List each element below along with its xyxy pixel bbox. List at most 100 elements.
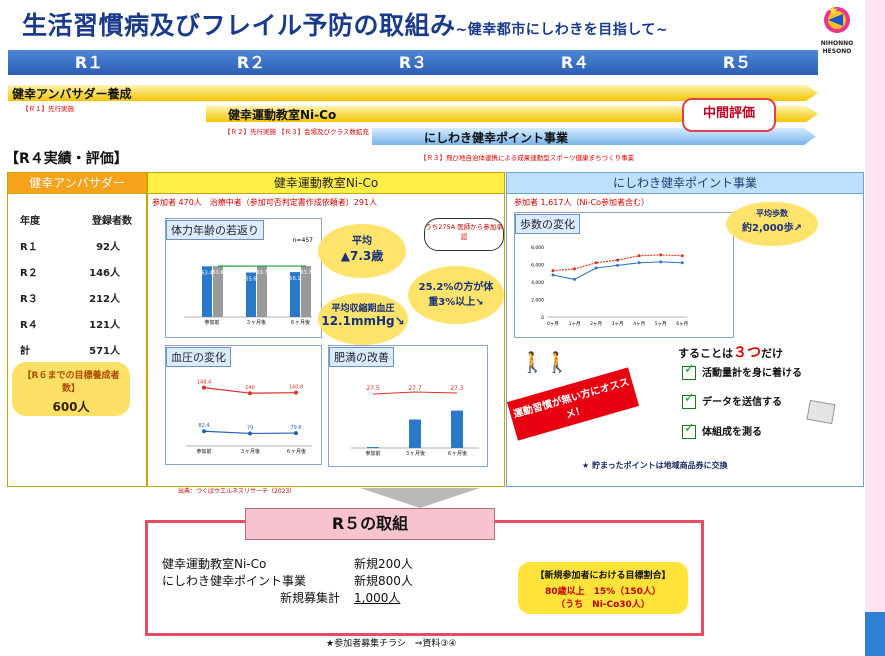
point [637, 261, 641, 265]
row-count: 92人 [96, 241, 120, 253]
data-label: 27.7 [408, 385, 422, 392]
point [594, 261, 598, 265]
goal-value: 600人 [52, 400, 90, 414]
row-count: 146人 [89, 267, 120, 279]
data-label: 56.1 [289, 276, 300, 282]
data-label: 27.5 [366, 385, 380, 392]
line-bmi [372, 391, 458, 395]
row-year: R４ [20, 319, 38, 331]
year-r5: R５ [722, 53, 752, 72]
nico-arrow [206, 106, 818, 122]
bubble-bp: 平均収縮期血圧 12.1mmHg↘ [318, 293, 408, 345]
nico-arrow-label: 健幸運動教室Ni-Co [228, 108, 337, 122]
r5-row: にしわき健幸ポイント事業新規800人 [162, 574, 413, 588]
checkbox-icon [682, 421, 696, 439]
point [551, 273, 555, 277]
target-ratio-box: 【新規参加者における目標割合】 80歳以上 15%（150人） （うち Ni-C… [518, 562, 688, 614]
walking-people-icon: 🚶🚶 [520, 350, 570, 374]
points-participants: 参加者 1,617人（Ni-Co参加者含む） [514, 198, 650, 207]
col-count: 登録者数 [92, 215, 132, 227]
bubble3-label: 平均収縮期血圧 [331, 304, 395, 314]
target-title: 【新規参加者における目標割合】 [535, 571, 671, 581]
ambassador-panel-header: 健幸アンバサダー [7, 172, 147, 194]
point [680, 261, 684, 265]
r4-heading: 【R４実績・評価】 [5, 151, 128, 167]
r5-header: R５の取組 [245, 508, 495, 540]
bubble-steps-label: 平均歩数 [756, 209, 788, 218]
chart2-title: 血圧の変化 [166, 347, 231, 367]
tick-label: 1ヶ月 [569, 321, 581, 327]
points-arrow-label: にしわき健幸ポイント事業 [424, 131, 569, 145]
col-year: 年度 [20, 215, 40, 227]
goal-label: 【R６までの目標養成者数】 [22, 371, 120, 394]
year-r2: R２ [236, 53, 266, 72]
points-arrow [372, 128, 816, 145]
todo-item: 体組成を測る [682, 421, 762, 439]
cloud-note: うち275A 医師から参加承認 [424, 218, 504, 251]
ambassador-goal: 【R６までの目標養成者数】 600人 [12, 362, 130, 416]
bubble1-value: ▲7.3歳 [340, 249, 384, 263]
bubble3-value: 12.1mmHg↘ [321, 314, 405, 328]
row-year: 計 [20, 345, 30, 357]
data-label: 82.4 [198, 423, 209, 429]
point [594, 266, 598, 270]
logo-text: NIHONNO HESONO [820, 40, 854, 55]
chart1-n: n=457 [292, 237, 313, 244]
bar [409, 419, 421, 448]
bar [367, 447, 379, 448]
bubble-steps-value: 約2,000歩↗ [741, 223, 802, 234]
tick-label: ３ヶ月後 [246, 319, 266, 326]
tick-label: ３ヶ月後 [405, 450, 425, 457]
page-subtitle: ~健幸都市にしわきを目指して~ [455, 22, 669, 38]
todo-item: データを送信する [682, 391, 782, 409]
chart3-title: 肥満の改善 [329, 347, 394, 367]
bar-暦年齢 [213, 266, 223, 317]
point [294, 431, 298, 436]
tick-label: 0 [541, 315, 544, 321]
tick-label: 4ヶ月 [633, 321, 645, 327]
midterm-evaluation-badge: 中間評価 [682, 98, 776, 132]
tick-label: 参加前 [196, 448, 211, 455]
ambassador-arrow [8, 85, 818, 101]
tick-label: 8,000 [531, 245, 544, 251]
bubble1-label: 平均 [352, 236, 372, 247]
points-note: 【Ｒ３】飛び地自治体連携による成果連動型スポーツ健康まちづくり事業 [420, 154, 635, 162]
year-bar: R１ R２ R３ R４ R５ [8, 50, 818, 75]
point [573, 277, 577, 281]
tick-label: ６ヶ月後 [447, 450, 467, 457]
nico-note: 【Ｒ２】先行実施 【Ｒ３】会場及びクラス数拡充 [224, 128, 369, 136]
point [551, 269, 555, 273]
year-r1: R１ [74, 53, 104, 72]
point [680, 254, 684, 258]
row-count: 571人 [89, 345, 120, 357]
tick-label: 2,000 [531, 298, 544, 304]
ambassador-note: 【Ｒ１】先行実施 [22, 105, 74, 113]
page-title: 生活習慣病及びフレイル予防の取組み~健幸都市にしわきを目指して~ [22, 11, 669, 40]
point [659, 253, 663, 257]
point [202, 385, 206, 390]
target-line2: （うち Ni-Co30人） [556, 600, 650, 610]
point [616, 263, 620, 267]
tick-label: ３ヶ月後 [240, 448, 260, 455]
data-label: 148.4 [197, 380, 211, 386]
row-year: R３ [20, 293, 38, 305]
data-label: 140 [245, 385, 255, 391]
data-label: 79 [247, 425, 253, 431]
row-count: 121人 [89, 319, 120, 331]
point [616, 258, 620, 262]
tick-label: 参加前 [204, 319, 219, 326]
tick-label: 6,000 [531, 263, 544, 269]
point [248, 391, 252, 396]
tick-label: 6ヶ月 [676, 321, 688, 327]
data-label: 63.6 [212, 270, 223, 276]
